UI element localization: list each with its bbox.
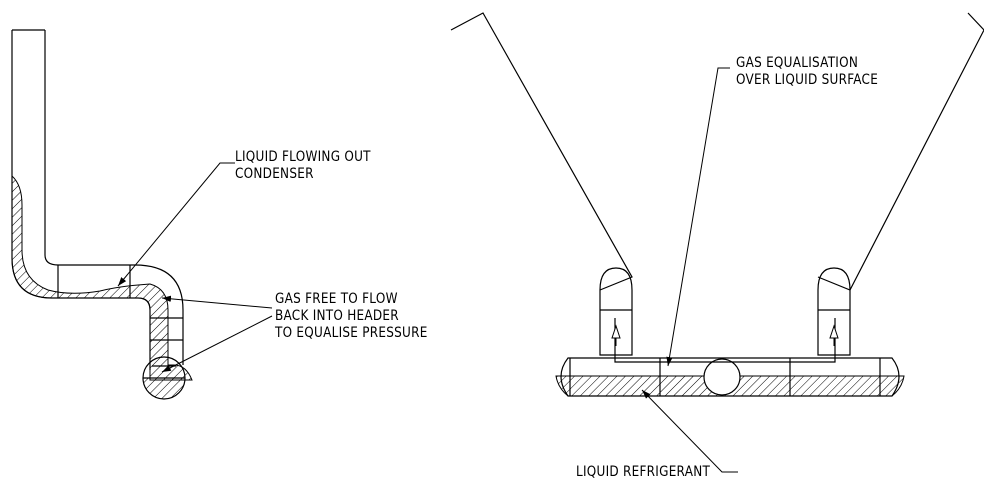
right-leaders [641, 67, 738, 473]
riser-left [599, 267, 633, 356]
gas-flow-arrows [611, 324, 839, 346]
label-liquid-refrigerant: LIQUID REFRIGERANT [576, 464, 711, 480]
inclined-tube-left [450, 12, 633, 291]
inclined-tube-right [817, 12, 984, 291]
liquid-film-left [11, 174, 193, 381]
centre-port [703, 358, 741, 396]
riser-right [817, 267, 851, 356]
label-gas-equalisation: GAS EQUALISATION OVER LIQUID SURFACE [736, 55, 879, 88]
label-gas-free-to-flow: GAS FREE TO FLOW BACK INTO HEADER TO EQU… [275, 291, 428, 341]
label-liquid-flowing-out: LIQUID FLOWING OUT CONDENSER [235, 149, 371, 182]
left-leaders [117, 162, 273, 373]
condenser-outlet-pipe [11, 29, 193, 400]
